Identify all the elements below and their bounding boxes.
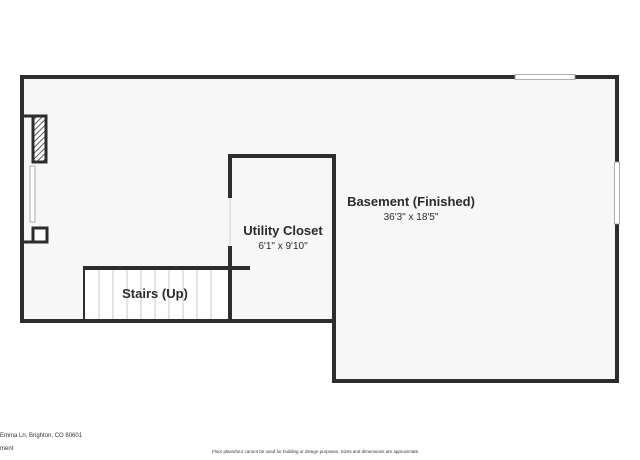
top-window xyxy=(514,74,576,80)
wall-pillar xyxy=(31,226,49,244)
disclaimer-text: Floor plans/tour cannot be used for buil… xyxy=(212,449,420,454)
exterior-wall xyxy=(20,75,619,383)
floor-level-name: ment xyxy=(0,446,14,452)
basement-label: Basement (Finished) xyxy=(347,194,475,209)
basement-dimensions: 36'3" x 18'5" xyxy=(384,212,439,223)
property-address: Emma Ln, Brighton, CO 80601 xyxy=(0,433,83,439)
wall-jog xyxy=(22,114,48,164)
fireplace-hatched xyxy=(31,114,48,164)
stairs-label: Stairs (Up) xyxy=(122,286,188,301)
right-window xyxy=(614,161,620,225)
left-window xyxy=(29,165,36,223)
utility-closet-label: Utility Closet xyxy=(243,223,323,238)
stair-treads xyxy=(98,270,212,319)
utility-closet-dimensions: 6'1" x 9'10" xyxy=(258,241,308,252)
stairs-area xyxy=(84,268,230,319)
